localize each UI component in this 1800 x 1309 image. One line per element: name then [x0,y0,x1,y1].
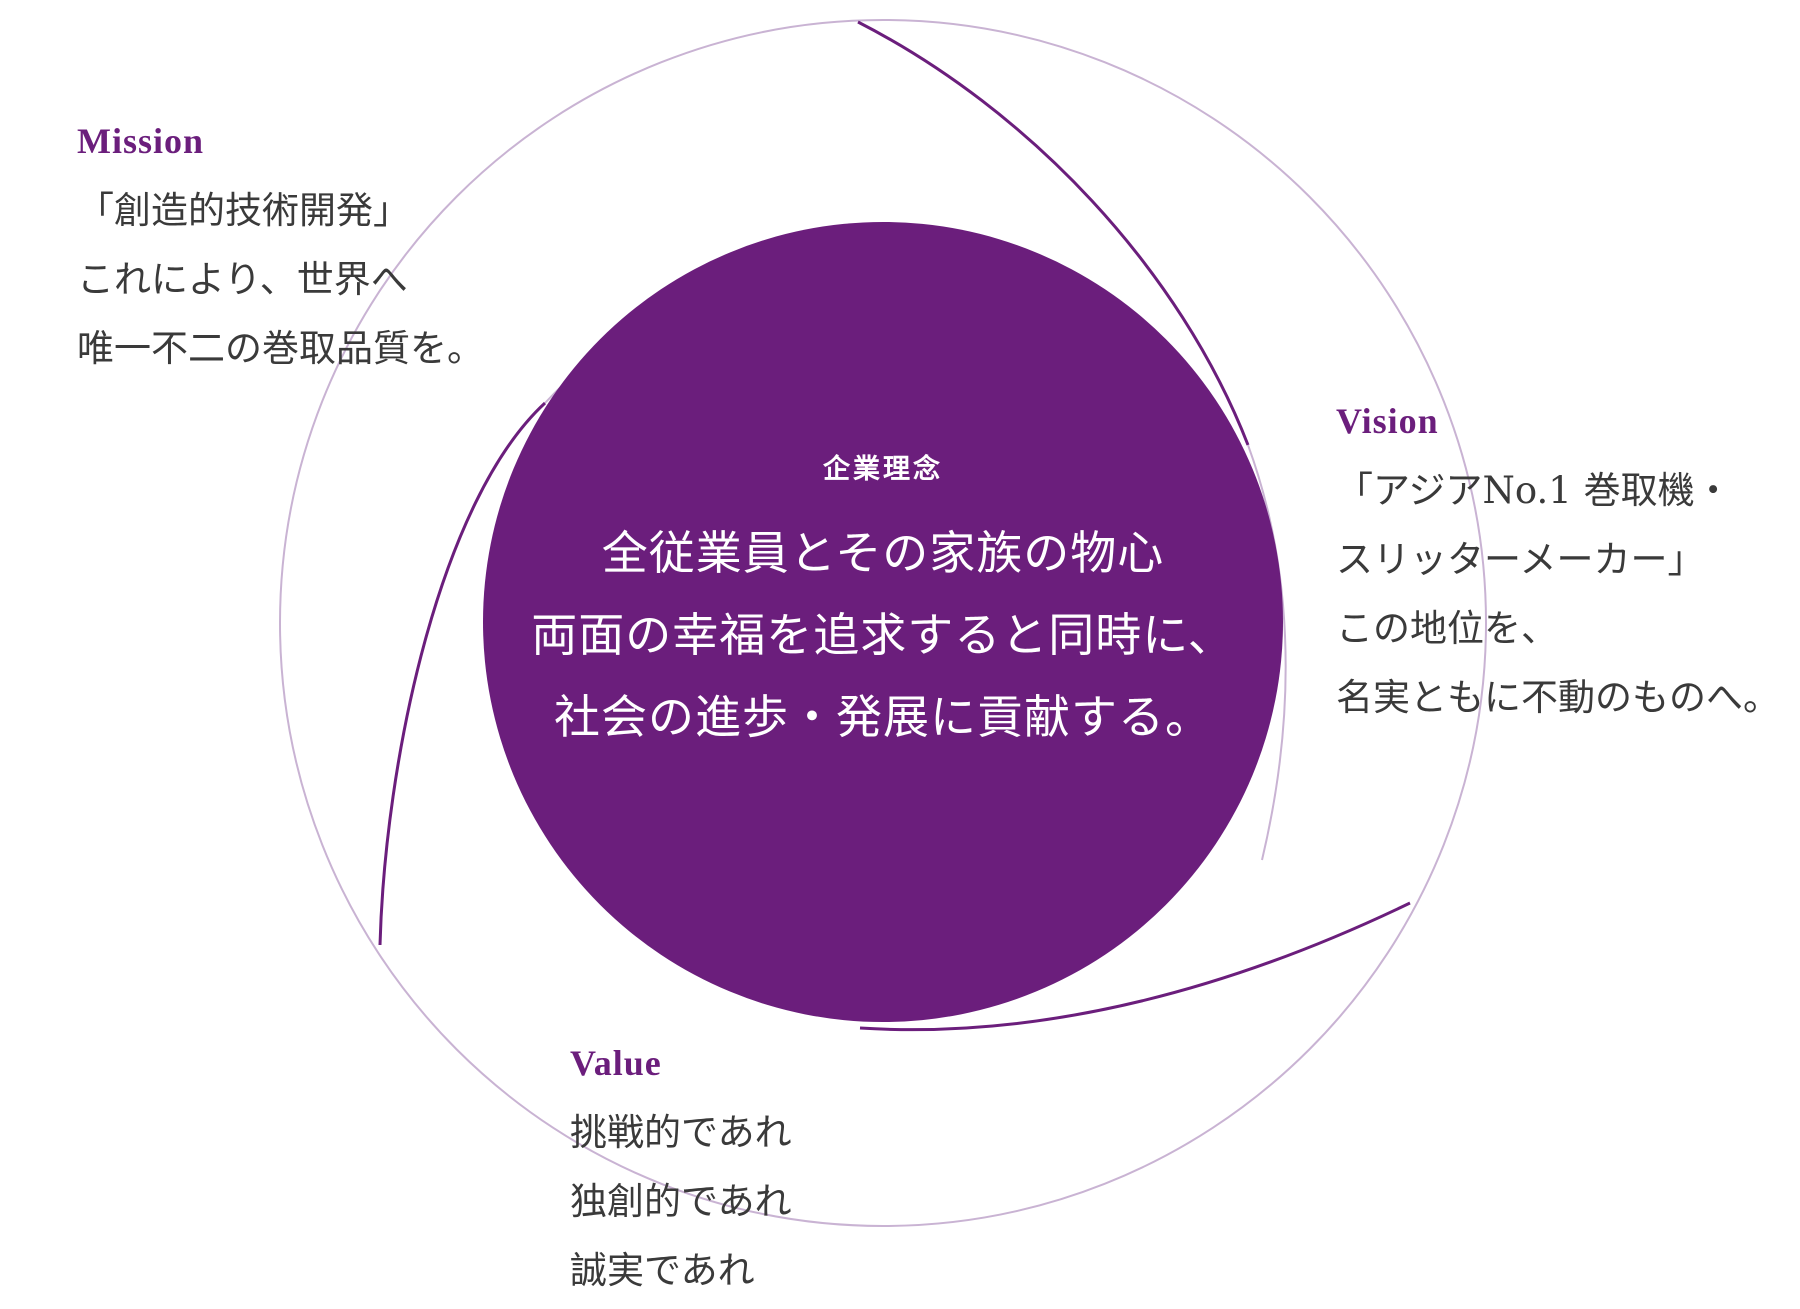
vision-line: スリッターメーカー」 [1336,538,1705,581]
value-line: 独創的であれ [570,1180,792,1223]
outer-ring [279,19,1487,1227]
core-line: 全従業員とその家族の物心 [601,525,1165,580]
curve-value [859,901,1411,1032]
mission-line: 「創造的技術開発」 [77,189,410,232]
mission-line: これにより、世界へ [77,258,408,301]
vision-line: 名実ともに不動のものへ。 [1336,676,1780,719]
curve-mission [378,401,547,946]
vision-title: Vision [1336,401,1439,441]
vision-line: 「アジアNo.1 巻取機・ [1336,469,1732,512]
vision-section: Vision 「アジアNo.1 巻取機・ スリッターメーカー」 この地位を、 名… [1336,400,1780,732]
core-philosophy-circle: 企業理念 全従業員とその家族の物心 両面の幸福を追求すると同時に、 社会の進歩・… [483,222,1283,1022]
core-line: 社会の進歩・発展に貢献する。 [554,689,1212,744]
mission-line: 唯一不二の巻取品質を。 [77,327,484,370]
mission-title: Mission [77,121,205,161]
value-line: 挑戦的であれ [570,1111,792,1154]
value-line: 誠実であれ [570,1249,755,1292]
value-section: Value 挑戦的であれ 独創的であれ 誠実であれ [570,1042,792,1305]
core-label: 企業理念 [823,453,943,485]
mission-section: Mission 「創造的技術開発」 これにより、世界へ 唯一不二の巻取品質を。 [77,120,484,383]
curve-vision [857,20,1250,446]
curve-vision-thin [1247,444,1287,861]
vision-line: この地位を、 [1336,607,1558,650]
value-title: Value [570,1043,662,1083]
core-line: 両面の幸福を追求すると同時に、 [531,607,1235,662]
